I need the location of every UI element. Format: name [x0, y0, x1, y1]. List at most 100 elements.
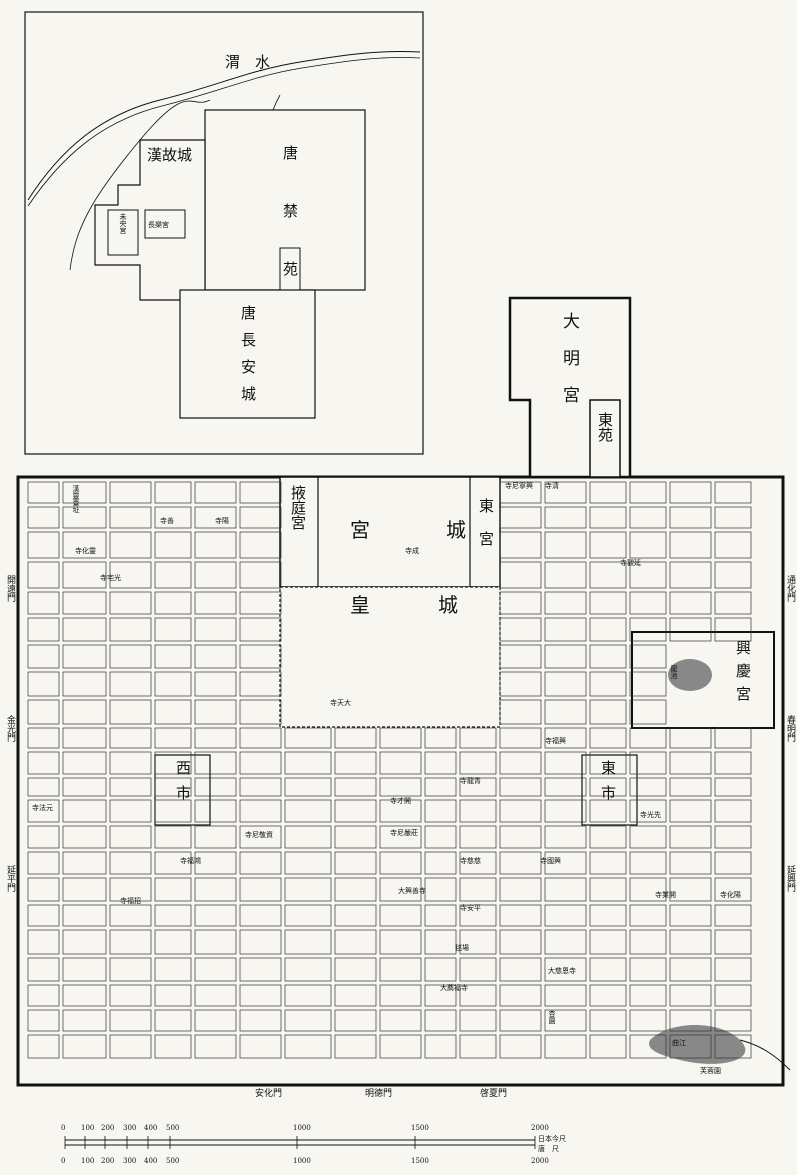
- gongcheng-rect: [279, 476, 501, 588]
- ward-block: [239, 957, 282, 982]
- scale-top-tick-label: 0: [61, 1124, 66, 1132]
- ward-block: [499, 957, 542, 982]
- ward-block: [669, 727, 712, 749]
- ward-block: [424, 751, 457, 775]
- ci-en-label: 大慈恩寺: [548, 967, 576, 975]
- temple-label: 寺福鴻: [180, 857, 201, 865]
- ward-block: [629, 799, 667, 823]
- wei-river-label: 渭 水: [225, 53, 271, 71]
- ward-block: [194, 904, 237, 927]
- ward-block: [714, 957, 752, 982]
- anhua-gate-label: 安化門: [255, 1089, 283, 1099]
- scale-unit-bottom: 唐 尺: [538, 1145, 559, 1153]
- changan-rect: [179, 289, 316, 419]
- ward-block: [629, 644, 667, 669]
- ward-block: [154, 799, 192, 823]
- ward-block: [544, 984, 587, 1007]
- ward-block: [334, 1034, 377, 1059]
- ward-block: [669, 957, 712, 982]
- ward-block: [27, 877, 60, 902]
- jianfu-label: 大薦福寺: [440, 984, 468, 992]
- ward-block: [194, 877, 237, 902]
- ward-block: [669, 617, 712, 642]
- ward-block: [62, 825, 107, 849]
- ward-block: [154, 1034, 192, 1059]
- ward-block: [154, 561, 192, 589]
- ward-block: [589, 984, 627, 1007]
- forbidden-park-label: 唐 禁 苑: [281, 145, 299, 290]
- ward-block: [194, 561, 237, 589]
- ward-block: [589, 699, 627, 725]
- ward-block: [284, 777, 332, 797]
- ward-block: [62, 1009, 107, 1032]
- scale-top-tick-label: 300: [123, 1124, 137, 1132]
- ward-block: [544, 531, 587, 559]
- ward-block: [459, 777, 497, 797]
- ward-block: [669, 1034, 712, 1059]
- changan-label: 唐長安城: [239, 305, 257, 413]
- ward-block: [194, 751, 237, 775]
- temple-label: 寺業開: [655, 891, 676, 899]
- ward-block: [459, 799, 497, 823]
- dongyuan-rect: [589, 399, 621, 478]
- ward-block: [109, 617, 152, 642]
- ward-block: [239, 904, 282, 927]
- ward-block: [154, 825, 192, 849]
- mingde-gate-label: 明德門: [365, 1089, 393, 1099]
- scale-bottom-tick-label: 400: [144, 1157, 158, 1165]
- ward-block: [194, 851, 237, 875]
- ward-block: [589, 531, 627, 559]
- scale-bottom-tick-label: 2000: [531, 1157, 549, 1165]
- ward-block: [239, 751, 282, 775]
- ward-block: [62, 617, 107, 642]
- east-market-rect: [581, 754, 638, 826]
- ward-block: [629, 506, 667, 529]
- ward-block: [424, 825, 457, 849]
- ward-block: [194, 957, 237, 982]
- scale-bottom-tick-label: 1000: [293, 1157, 311, 1165]
- furong-label: 芙蓉園: [700, 1067, 721, 1075]
- ward-block: [379, 929, 422, 955]
- ward-block: [334, 777, 377, 797]
- ward-block: [379, 877, 422, 902]
- ward-block: [544, 481, 587, 504]
- ward-block: [62, 799, 107, 823]
- ward-block: [154, 644, 192, 669]
- ward-block: [334, 904, 377, 927]
- ward-block: [499, 751, 542, 775]
- west-market-label: 西市: [174, 760, 192, 810]
- ward-block: [629, 1034, 667, 1059]
- ward-block: [62, 877, 107, 902]
- ward-block: [109, 671, 152, 697]
- ward-block: [284, 851, 332, 875]
- scale-bottom-tick-label: 0: [61, 1157, 66, 1165]
- ward-block: [62, 644, 107, 669]
- ward-block: [499, 644, 542, 669]
- ward-block: [424, 799, 457, 823]
- ward-block: [714, 751, 752, 775]
- ward-block: [499, 727, 542, 749]
- ward-block: [629, 671, 667, 697]
- ward-block: [424, 957, 457, 982]
- ward-block: [154, 591, 192, 615]
- ward-block: [194, 777, 237, 797]
- ward-block: [284, 957, 332, 982]
- scale-top-tick-label: 500: [166, 1124, 180, 1132]
- ward-block: [459, 825, 497, 849]
- ward-block: [544, 617, 587, 642]
- scale-top-tick-label: 100: [81, 1124, 95, 1132]
- ward-block: [589, 777, 627, 797]
- donggong-label: 東宮: [477, 498, 495, 564]
- kuangchang-label: 毬場: [455, 944, 469, 952]
- ward-block: [669, 777, 712, 797]
- ward-block: [424, 984, 457, 1007]
- ward-block: [669, 561, 712, 589]
- temple-label: 寺才開: [390, 797, 411, 805]
- ward-block: [544, 699, 587, 725]
- ward-block: [629, 727, 667, 749]
- ward-block: [629, 904, 667, 927]
- temple-label: 寺成: [405, 547, 419, 555]
- dongyuan-label: 東苑: [596, 412, 614, 442]
- ward-block: [62, 984, 107, 1007]
